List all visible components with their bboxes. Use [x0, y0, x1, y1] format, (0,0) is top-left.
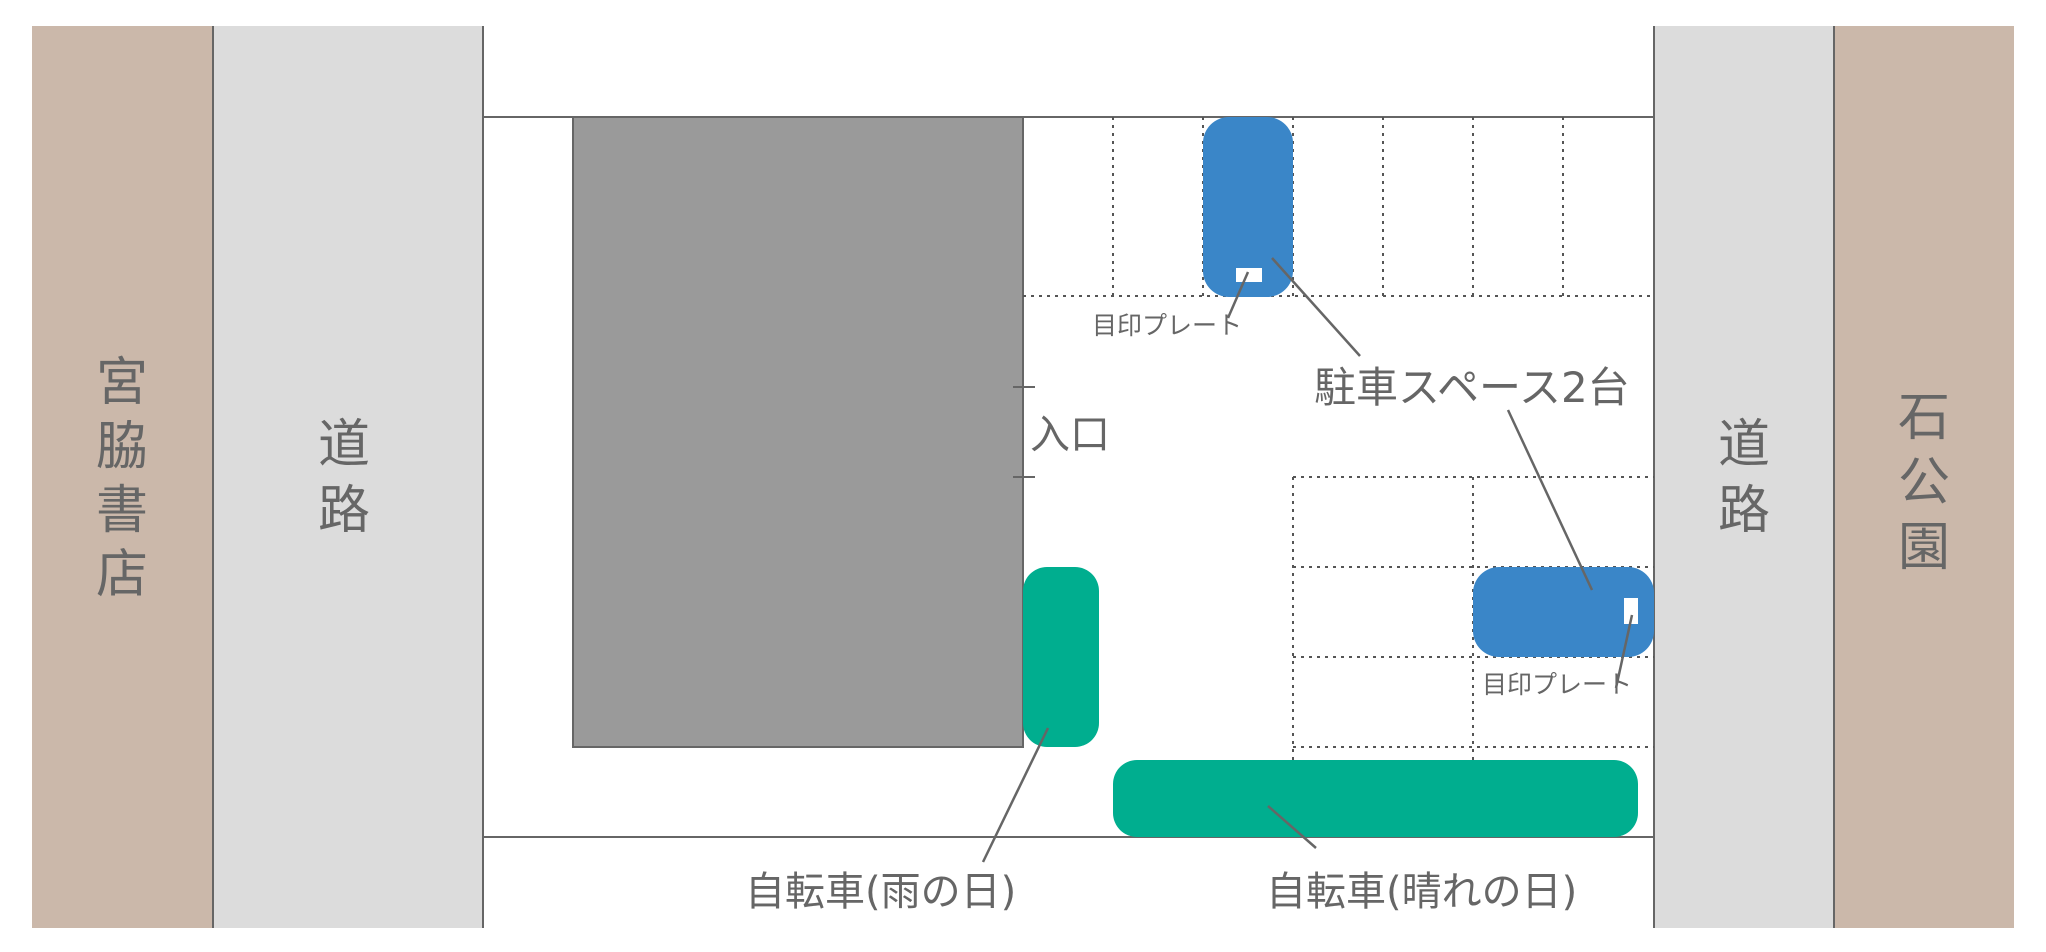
left-building-strip — [32, 26, 213, 928]
car-top — [1203, 117, 1293, 297]
bicycle-rainy-label: 自転車(雨の日) — [745, 869, 1016, 915]
left-road-char-1: 道 — [318, 415, 370, 475]
left-building-char-1: 宮 — [96, 353, 148, 413]
right-building-char-1: 石 — [1898, 388, 1950, 448]
left-road-char-2: 路 — [318, 481, 370, 541]
marker-plate-label-top: 目印プレート — [1092, 311, 1242, 340]
top-parking-grid — [1023, 117, 1654, 297]
right-road — [1654, 26, 1834, 928]
right-building-char-3: 園 — [1898, 518, 1950, 578]
marker-plate-right — [1624, 598, 1638, 624]
leader-lines — [981, 257, 1634, 863]
marker-plate-label-right: 目印プレート — [1482, 670, 1632, 699]
car-right — [1473, 567, 1654, 657]
left-building-char-3: 書 — [96, 481, 148, 541]
right-road-char-2: 路 — [1718, 481, 1770, 541]
parking-space-label: 駐車スペース2台 — [1314, 363, 1630, 412]
bicycle-rainy-area — [1023, 567, 1099, 747]
marker-plate-top — [1236, 268, 1262, 282]
left-building-char-4: 店 — [96, 545, 148, 605]
entrance-marker — [1013, 386, 1035, 478]
left-road — [213, 26, 483, 928]
right-building-strip — [1834, 26, 2014, 928]
bicycle-sunny-label: 自転車(晴れの日) — [1266, 869, 1577, 915]
entrance-label: 入口 — [1030, 412, 1110, 458]
right-road-char-1: 道 — [1718, 415, 1770, 475]
left-building-char-2: 脇 — [96, 417, 148, 477]
right-building-char-2: 公 — [1898, 453, 1950, 513]
main-building — [572, 116, 1024, 748]
bicycle-sunny-area — [1113, 760, 1638, 837]
